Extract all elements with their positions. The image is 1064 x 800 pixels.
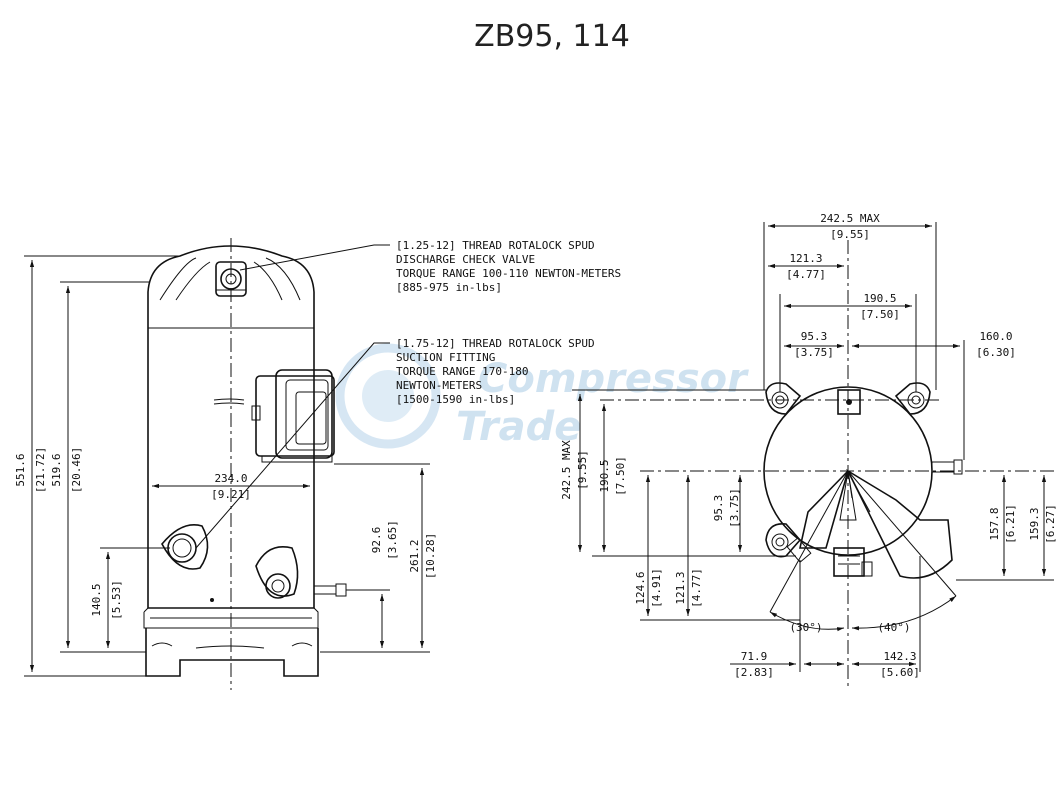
suction-leader xyxy=(195,342,390,549)
base-feet xyxy=(145,628,319,677)
discharge-leader xyxy=(239,244,390,271)
dim-234-0-in: [9.21] xyxy=(211,488,251,501)
dim-v-159-3: 159.3 xyxy=(1028,507,1041,540)
dim-519-6: 519.6 xyxy=(50,453,63,486)
dim-v-157-8-in: [6.21] xyxy=(1004,504,1017,544)
discharge-callout-line: [1.25-12] THREAD ROTALOCK SPUD xyxy=(396,239,595,252)
dim-160-0: 160.0 xyxy=(979,330,1012,343)
dim-519-6-in: [20.46] xyxy=(70,447,83,493)
suction-callout-line: SUCTION FITTING xyxy=(396,351,495,364)
dim-v-190-5-in: [7.50] xyxy=(614,456,627,496)
suction-callout-line: [1.75-12] THREAD ROTALOCK SPUD xyxy=(396,337,595,350)
dim-v-157-8: 157.8 xyxy=(988,507,1001,540)
discharge-arm xyxy=(846,468,953,579)
dim-142-3-in: [5.60] xyxy=(880,666,920,679)
dim-551-6-in: [21.72] xyxy=(34,447,47,493)
dim-v-159-3-in: [6.27] xyxy=(1044,504,1057,544)
dim-v-242-5: 242.5 MAX xyxy=(560,440,573,500)
bottom-spud-icon xyxy=(833,547,865,577)
dim-142-3: 142.3 xyxy=(883,650,916,663)
dim-121-3-in: [4.77] xyxy=(786,268,826,281)
dim-92-6: 92.6 xyxy=(370,527,383,554)
terminal-box xyxy=(251,369,335,463)
label-plate xyxy=(213,398,245,405)
dim-95-3-in: [3.75] xyxy=(794,346,834,359)
discharge-callout: [1.25-12] THREAD ROTALOCK SPUD DISCHARGE… xyxy=(396,239,621,294)
watermark-line1: Compressor xyxy=(478,356,749,402)
dim-95-3: 95.3 xyxy=(801,330,828,343)
dim-242-5-max: 242.5 MAX xyxy=(820,212,880,225)
angle-30: (30°) xyxy=(789,621,822,634)
discharge-callout-line: DISCHARGE CHECK VALVE xyxy=(396,253,535,266)
dim-121-3: 121.3 xyxy=(789,252,822,265)
dim-92-6-in: [3.65] xyxy=(386,520,399,560)
top-view: 242.5 MAX [9.55] 121.3 [4.77] 190.5 [7.5… xyxy=(560,212,1057,690)
suction-fitting-icon xyxy=(161,524,209,570)
page-title: ZB95, 114 xyxy=(474,19,630,54)
dim-190-5-in: [7.50] xyxy=(860,308,900,321)
dim-v-190-5: 190.5 xyxy=(598,459,611,492)
discharge-callout-line: TORQUE RANGE 100-110 NEWTON-METERS xyxy=(396,267,621,280)
dim-v-242-5-in: [9.55] xyxy=(576,450,589,490)
suction-callout-line: NEWTON-METERS xyxy=(396,379,482,392)
watermark: Compressor Trade xyxy=(335,343,749,450)
suction-callout: [1.75-12] THREAD ROTALOCK SPUD SUCTION F… xyxy=(396,337,595,406)
dim-234-0: 234.0 xyxy=(214,472,247,485)
dim-551-6: 551.6 xyxy=(14,453,27,486)
mounting-lug-icon xyxy=(765,382,802,415)
dim-140-5-in: [5.53] xyxy=(110,580,123,620)
mounting-lug-icon xyxy=(894,382,931,415)
suction-arm xyxy=(799,470,849,549)
side-view: 551.6 [21.72] 519.6 [20.46] 140.5 [5.53]… xyxy=(14,238,437,690)
angle-40: (40°) xyxy=(877,621,910,634)
suction-callout-line: [1500-1590 in-lbs] xyxy=(396,393,515,406)
dim-v-121-3: 121.3 xyxy=(674,571,687,604)
dim-190-5: 190.5 xyxy=(863,292,896,305)
dim-v-95-3-in: [3.75] xyxy=(728,488,741,528)
dim-261-2: 261.2 xyxy=(408,539,421,572)
side-fitting-icon xyxy=(255,546,347,599)
dim-261-2-in: [10.28] xyxy=(424,533,437,579)
suction-callout-line: TORQUE RANGE 170-180 xyxy=(396,365,528,378)
dim-140-5: 140.5 xyxy=(90,583,103,616)
watermark-line2: Trade xyxy=(456,404,581,450)
dim-v-95-3: 95.3 xyxy=(712,495,725,522)
dim-v-121-3-in: [4.77] xyxy=(690,568,703,608)
dim-160-0-in: [6.30] xyxy=(976,346,1016,359)
dim-71-9-in: [2.83] xyxy=(734,666,774,679)
dim-71-9: 71.9 xyxy=(741,650,768,663)
discharge-callout-line: [885-975 in-lbs] xyxy=(396,281,502,294)
discharge-spud-icon xyxy=(837,389,861,415)
dim-v-124-6: 124.6 xyxy=(634,571,647,604)
dim-v-124-6-in: [4.91] xyxy=(650,568,663,608)
dim-242-5-max-in: [9.55] xyxy=(830,228,870,241)
